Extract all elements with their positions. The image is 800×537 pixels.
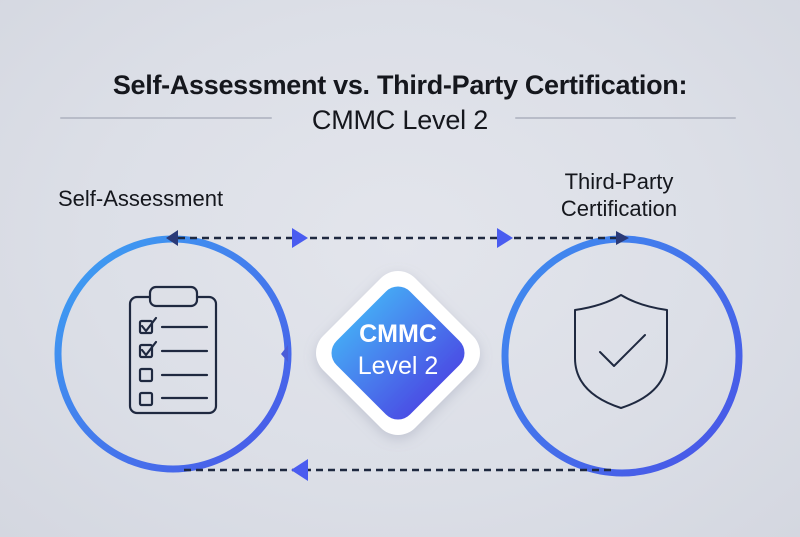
badge-line-1: CMMC xyxy=(359,320,437,348)
badge-line-2: Level 2 xyxy=(357,352,439,380)
title-divider-left xyxy=(60,117,272,119)
bottom-connector-arrow xyxy=(184,459,615,481)
shield-check-icon xyxy=(574,294,668,409)
third-party-label-line2: Certification xyxy=(560,196,678,221)
third-party-label-line1: Third-Party xyxy=(564,169,674,194)
self-assessment-ring xyxy=(54,235,292,473)
third-party-ring xyxy=(501,235,743,477)
clipboard-checklist-icon xyxy=(128,285,218,415)
title-line-1: Self-Assessment vs. Third-Party Certific… xyxy=(112,70,688,100)
self-assessment-label: Self-Assessment xyxy=(58,186,224,211)
title-line-2: CMMC Level 2 xyxy=(311,105,489,135)
cmmc-level-2-badge xyxy=(316,271,480,435)
title-divider-right xyxy=(515,117,736,119)
third-party-certification-label: Third-Party Certification xyxy=(514,168,724,222)
top-connector-arrow xyxy=(166,228,629,248)
badge-text: CMMC Level 2 xyxy=(323,318,473,382)
